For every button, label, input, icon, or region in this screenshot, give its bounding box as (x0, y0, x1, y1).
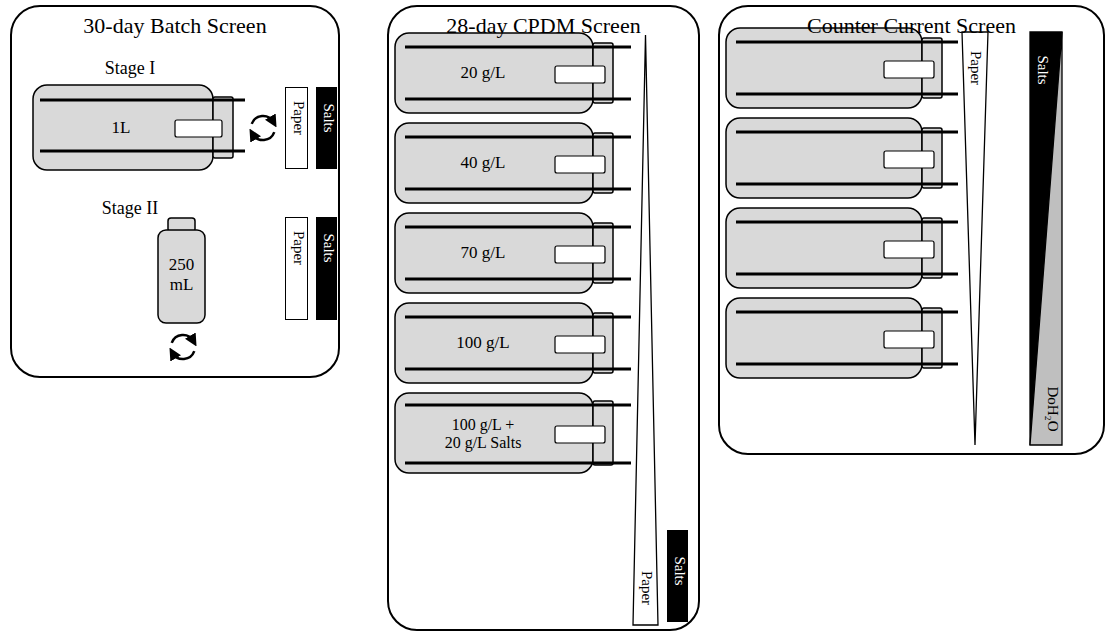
mixing-symbol (172, 335, 195, 359)
reactor-shape (395, 33, 631, 113)
gas-tube (555, 156, 605, 173)
reactor-shape (726, 208, 958, 288)
node-label: Paper (289, 231, 306, 265)
electrode-line (40, 150, 245, 153)
reactor-bottle: Stage II250 mL (158, 230, 205, 323)
gas-tube (175, 120, 222, 137)
electrode-line (405, 226, 631, 229)
reactor-bag: 40 g/L (395, 123, 593, 203)
node-label: Paper (637, 571, 654, 605)
node-label: 20 g/L (461, 63, 506, 83)
mixing-arrow (253, 132, 275, 140)
node-label: Salts (1033, 55, 1050, 84)
node-outline (633, 35, 658, 625)
reactor-shape (726, 298, 958, 378)
electrode-line (405, 404, 631, 407)
electrode-line (405, 188, 631, 191)
electrode-line (736, 311, 958, 314)
node-label: 1L (112, 118, 131, 138)
electrode-line (40, 99, 245, 102)
stage-heading: Stage I (105, 58, 155, 79)
mixing-arrow (252, 116, 274, 124)
paper-input: Paper (285, 217, 308, 320)
node-outline (962, 32, 988, 445)
gas-tube (555, 246, 605, 263)
gas-tube (884, 331, 934, 348)
stage-heading: Stage II (102, 198, 158, 219)
reactor-bag: 20 g/L (395, 33, 593, 113)
node-label: Salts (319, 233, 336, 262)
bottle-body (158, 230, 205, 323)
gas-tube (555, 426, 605, 443)
mixing-arrow (173, 351, 195, 359)
node-label: Paper (966, 51, 983, 85)
screen-panel: Stage I1LPaperSaltsStage II250 mLPaperSa… (10, 5, 340, 378)
electrode-line (405, 368, 631, 371)
node-outline (395, 393, 593, 473)
reactor-shape (395, 303, 631, 383)
reactor-shape (395, 123, 631, 203)
node-outline (1030, 32, 1062, 445)
gas-tube (884, 61, 934, 78)
paper-gradient: Paper (962, 32, 988, 445)
electrode-line (405, 46, 631, 49)
salts-input: Salts (316, 217, 337, 320)
reactor-bag: Stage I1L (33, 85, 213, 170)
paper-gradient: Paper (633, 35, 658, 625)
node-label: Salts (319, 103, 336, 132)
node-label: Salts (670, 556, 687, 585)
salts-input: Salts (667, 530, 688, 622)
node-label: 100 g/L + 20 g/L Salts (443, 416, 523, 453)
screen-panel: Paper SaltsDoH₂O Counter Current Screen (718, 5, 1105, 455)
electrode-line (405, 278, 631, 281)
electrode-line (405, 316, 631, 319)
reactor-shape (726, 118, 958, 198)
reactor-shape (726, 28, 958, 108)
electrode-line (405, 136, 631, 139)
reactor-bag: 100 g/L (395, 303, 593, 383)
gradient-wedge (962, 32, 988, 445)
mixing-arrow (172, 335, 194, 343)
electrode-line (736, 363, 958, 366)
node-label: DoH₂O (1043, 386, 1060, 431)
gas-tube (884, 151, 934, 168)
node-label: 100 g/L (456, 333, 509, 353)
electrode-line (405, 98, 631, 101)
electrode-line (736, 41, 958, 44)
node-label: 250 mL (166, 255, 198, 294)
gas-tube (555, 336, 605, 353)
salts-input: Salts (316, 87, 337, 169)
electrode-line (405, 462, 631, 465)
reactor-bag: 100 g/L + 20 g/L Salts (395, 393, 593, 473)
electrode-line (736, 93, 958, 96)
gradient-wedge (1030, 32, 1062, 445)
panel-title: Counter Current Screen (807, 13, 1016, 38)
panel-title: 28-day CPDM Screen (446, 13, 640, 38)
reactor-bag: 70 g/L (395, 213, 593, 293)
gradient-wedge (633, 35, 658, 625)
electrode-line (736, 273, 958, 276)
panel-title: 30-day Batch Screen (83, 13, 266, 38)
mixing-symbol (252, 116, 275, 140)
electrode-line (736, 131, 958, 134)
reactor-shape (395, 393, 631, 473)
paper-input: Paper (285, 87, 308, 169)
gas-tube (555, 66, 605, 83)
node-label: 70 g/L (461, 243, 506, 263)
node-label: 40 g/L (461, 153, 506, 173)
reactor-shape (395, 213, 631, 293)
screen-panel: 20 g/L 40 g/L 70 g/L 100 g/L 100 g/L + 20 g/… (387, 5, 700, 631)
water-gradient: DoH₂O (1030, 32, 1062, 445)
electrode-line (736, 183, 958, 186)
reactor-shape (33, 85, 245, 170)
gas-tube (884, 241, 934, 258)
node-label: Paper (289, 101, 306, 135)
electrode-line (736, 221, 958, 224)
gradient-wedge (1030, 32, 1062, 445)
